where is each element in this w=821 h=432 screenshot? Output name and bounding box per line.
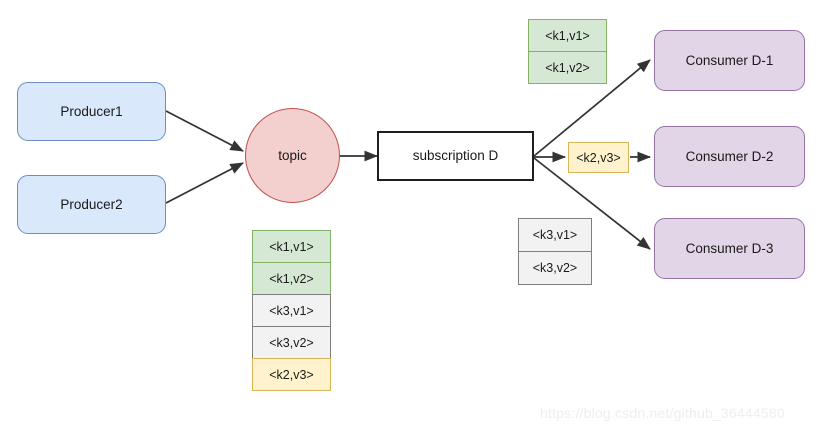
topic-label: topic: [278, 147, 307, 163]
message-stack-consumer-d1: <k1,v1> <k1,v2>: [528, 19, 607, 84]
message-label: <k1,v2>: [545, 60, 590, 75]
node-producer-2[interactable]: Producer2: [17, 175, 166, 234]
producer-1-label: Producer1: [60, 103, 123, 119]
message-item[interactable]: <k2,v3>: [568, 142, 629, 173]
producer-2-label: Producer2: [60, 196, 123, 212]
message-item[interactable]: <k3,v1>: [252, 294, 331, 327]
node-subscription-d[interactable]: subscription D: [377, 131, 534, 181]
edge-producer2-to-topic: [165, 162, 244, 204]
message-item[interactable]: <k1,v2>: [528, 51, 607, 84]
message-label: <k2,v3>: [576, 150, 621, 165]
message-item[interactable]: <k3,v1>: [518, 218, 592, 252]
message-item[interactable]: <k1,v1>: [528, 19, 607, 52]
message-label: <k2,v3>: [269, 367, 314, 382]
consumer-d1-label: Consumer D-1: [685, 52, 774, 68]
message-item[interactable]: <k1,v2>: [252, 262, 331, 295]
message-item[interactable]: <k2,v3>: [252, 358, 331, 391]
message-item[interactable]: <k3,v2>: [518, 251, 592, 285]
message-stack-consumer-d3: <k3,v1> <k3,v2>: [518, 218, 592, 285]
message-label: <k3,v1>: [532, 228, 578, 242]
node-consumer-d3[interactable]: Consumer D-3: [654, 218, 805, 279]
message-label: <k3,v2>: [269, 335, 314, 350]
subscription-label: subscription D: [412, 148, 499, 164]
node-consumer-d2[interactable]: Consumer D-2: [654, 126, 805, 187]
message-label: <k3,v1>: [269, 303, 314, 318]
message-label: <k3,v2>: [532, 261, 578, 275]
consumer-d2-label: Consumer D-2: [685, 148, 774, 164]
node-consumer-d1[interactable]: Consumer D-1: [654, 30, 805, 91]
watermark-text: https://blog.csdn.net/github_36444580: [540, 405, 785, 421]
node-producer-1[interactable]: Producer1: [17, 82, 166, 141]
message-label: <k1,v1>: [545, 28, 590, 43]
node-topic[interactable]: topic: [245, 108, 340, 203]
consumer-d3-label: Consumer D-3: [685, 240, 774, 256]
message-stack-topic-queue: <k1,v1> <k1,v2> <k3,v1> <k3,v2> <k2,v3>: [252, 230, 331, 391]
message-label: <k1,v1>: [269, 239, 314, 254]
message-item[interactable]: <k1,v1>: [252, 230, 331, 263]
message-label: <k1,v2>: [269, 271, 314, 286]
message-item[interactable]: <k3,v2>: [252, 326, 331, 359]
message-stack-consumer-d2: <k2,v3>: [568, 142, 629, 173]
edge-producer1-to-topic: [165, 110, 244, 152]
